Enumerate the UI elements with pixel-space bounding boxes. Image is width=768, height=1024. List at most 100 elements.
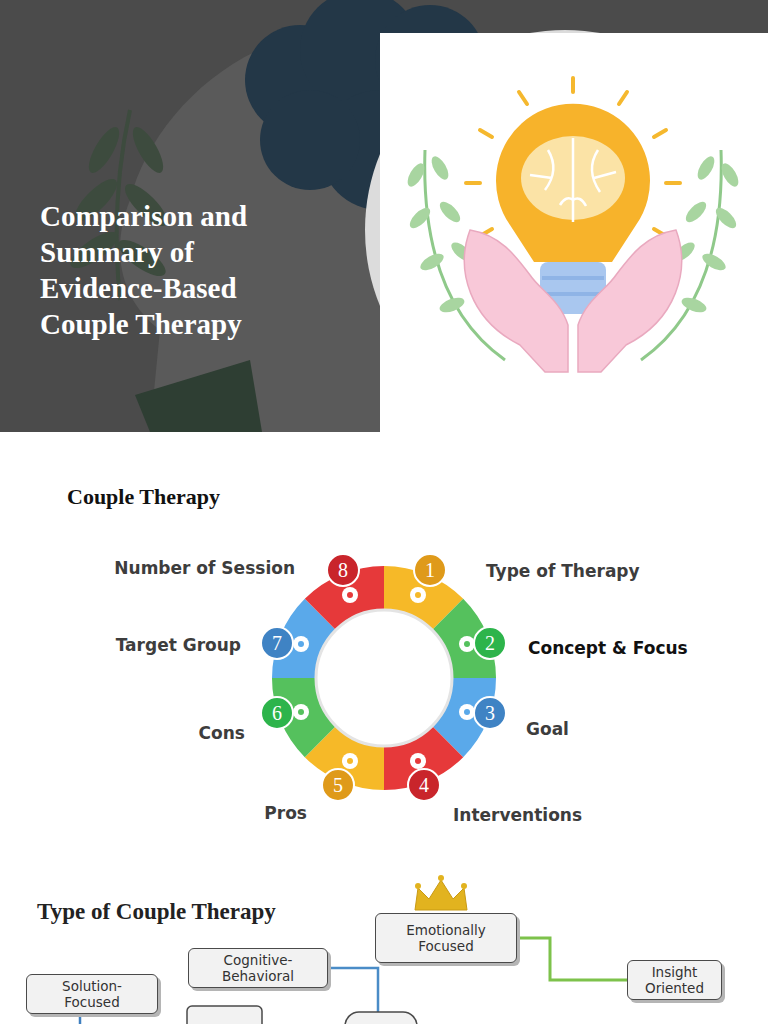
icon-cores	[298, 592, 470, 764]
crown-jewel	[438, 875, 444, 881]
ring-segment	[272, 678, 336, 757]
topic-text: Emotionally Focused	[384, 922, 508, 954]
icon-core	[298, 709, 304, 715]
item-label: Target Group	[116, 634, 241, 656]
ray	[666, 181, 680, 185]
cut-off-box	[187, 1006, 262, 1024]
leaf	[683, 199, 710, 226]
crown-jewel	[415, 883, 421, 889]
leaf	[680, 295, 709, 315]
crown-jewel	[461, 883, 467, 889]
segment-icon	[293, 636, 309, 652]
item-label: Number of Session	[114, 557, 295, 579]
callout-number: 3	[485, 702, 495, 724]
icon-core	[415, 758, 421, 764]
ribbon	[135, 360, 262, 432]
ray	[519, 92, 527, 104]
ray	[480, 130, 492, 137]
icon-core	[464, 641, 470, 647]
ring-icons	[293, 587, 475, 769]
topic-box: Cognitive-Behavioral	[188, 948, 328, 988]
topic-text: Cognitive-Behavioral	[197, 952, 319, 984]
leaf	[694, 154, 717, 183]
ray	[619, 92, 627, 104]
icon-core	[415, 592, 421, 598]
callout-number: 1	[425, 559, 435, 581]
leaf	[404, 161, 427, 190]
number-circle: 5Pros	[321, 768, 355, 802]
segment-icon	[293, 704, 309, 720]
leaf	[418, 250, 447, 273]
light-rays	[466, 78, 680, 236]
leaf	[438, 295, 467, 315]
topic-box: Insight Oriented	[627, 960, 722, 1000]
icon-core	[347, 592, 353, 598]
icon-core	[298, 641, 304, 647]
leaf	[428, 154, 451, 183]
connector-line	[517, 938, 627, 980]
leaf	[437, 199, 464, 226]
bulb-glass	[496, 104, 650, 262]
callout-number: 5	[333, 774, 343, 796]
item-label: Concept & Focus	[528, 637, 688, 659]
branch-line	[79, 1014, 82, 1024]
section-heading: Couple Therapy	[67, 484, 220, 510]
title: Comparison and Summary of Evidence-Based…	[40, 198, 280, 342]
number-circle: 3Goal	[473, 696, 507, 730]
callout-number: 8	[338, 559, 348, 581]
hand	[464, 230, 568, 372]
item-label: Goal	[526, 718, 569, 740]
ray	[466, 181, 480, 185]
leaf	[718, 161, 741, 190]
leaf	[83, 123, 125, 177]
topic-text: Solution-Focused	[35, 978, 149, 1010]
leaf	[407, 205, 434, 232]
topic-box: Solution-Focused	[26, 974, 158, 1014]
crown	[415, 880, 467, 910]
center-node-partial	[345, 1012, 417, 1024]
section-heading: Type of Couple Therapy	[37, 899, 276, 925]
ring	[272, 566, 496, 790]
segment-icon	[342, 753, 358, 769]
branch-line	[328, 968, 378, 1014]
item-label: Cons	[199, 722, 245, 744]
number-circle: 2Concept & Focus	[473, 626, 507, 660]
leaf	[700, 250, 729, 273]
callout-number: 6	[272, 702, 282, 724]
icon-core	[347, 758, 353, 764]
hand	[578, 230, 682, 372]
cloud-lobe	[260, 90, 360, 190]
brain-folds	[530, 138, 616, 222]
item-label: Type of Therapy	[486, 560, 640, 582]
callout-number: 4	[419, 774, 429, 796]
ring-inner-edge	[316, 610, 452, 746]
number-circle: 4Interventions	[407, 768, 441, 802]
ring-segment	[432, 599, 496, 678]
callout-number: 7	[272, 632, 282, 654]
number-circle: 1Type of Therapy	[413, 553, 447, 587]
topic-text: Insight Oriented	[636, 964, 713, 996]
ray	[571, 78, 575, 92]
illustration-card	[380, 33, 768, 432]
item-label: Pros	[264, 802, 307, 824]
icon-core	[464, 709, 470, 715]
ray	[654, 130, 666, 137]
number-circle: 7Target Group	[260, 626, 294, 660]
banner-background	[0, 0, 768, 432]
segment-icon	[410, 587, 426, 603]
leaf	[713, 205, 740, 232]
crown-tips	[415, 875, 467, 889]
leaf	[127, 123, 169, 177]
number-circle: 8Number of Session	[326, 553, 360, 587]
item-label: Interventions	[453, 804, 582, 826]
segment-icon	[342, 587, 358, 603]
topic-box: Emotionally Focused	[375, 913, 517, 963]
number-circle: 6Cons	[260, 696, 294, 730]
callout-number: 2	[485, 632, 495, 654]
segment-icon	[410, 753, 426, 769]
base-stripes	[542, 278, 604, 294]
